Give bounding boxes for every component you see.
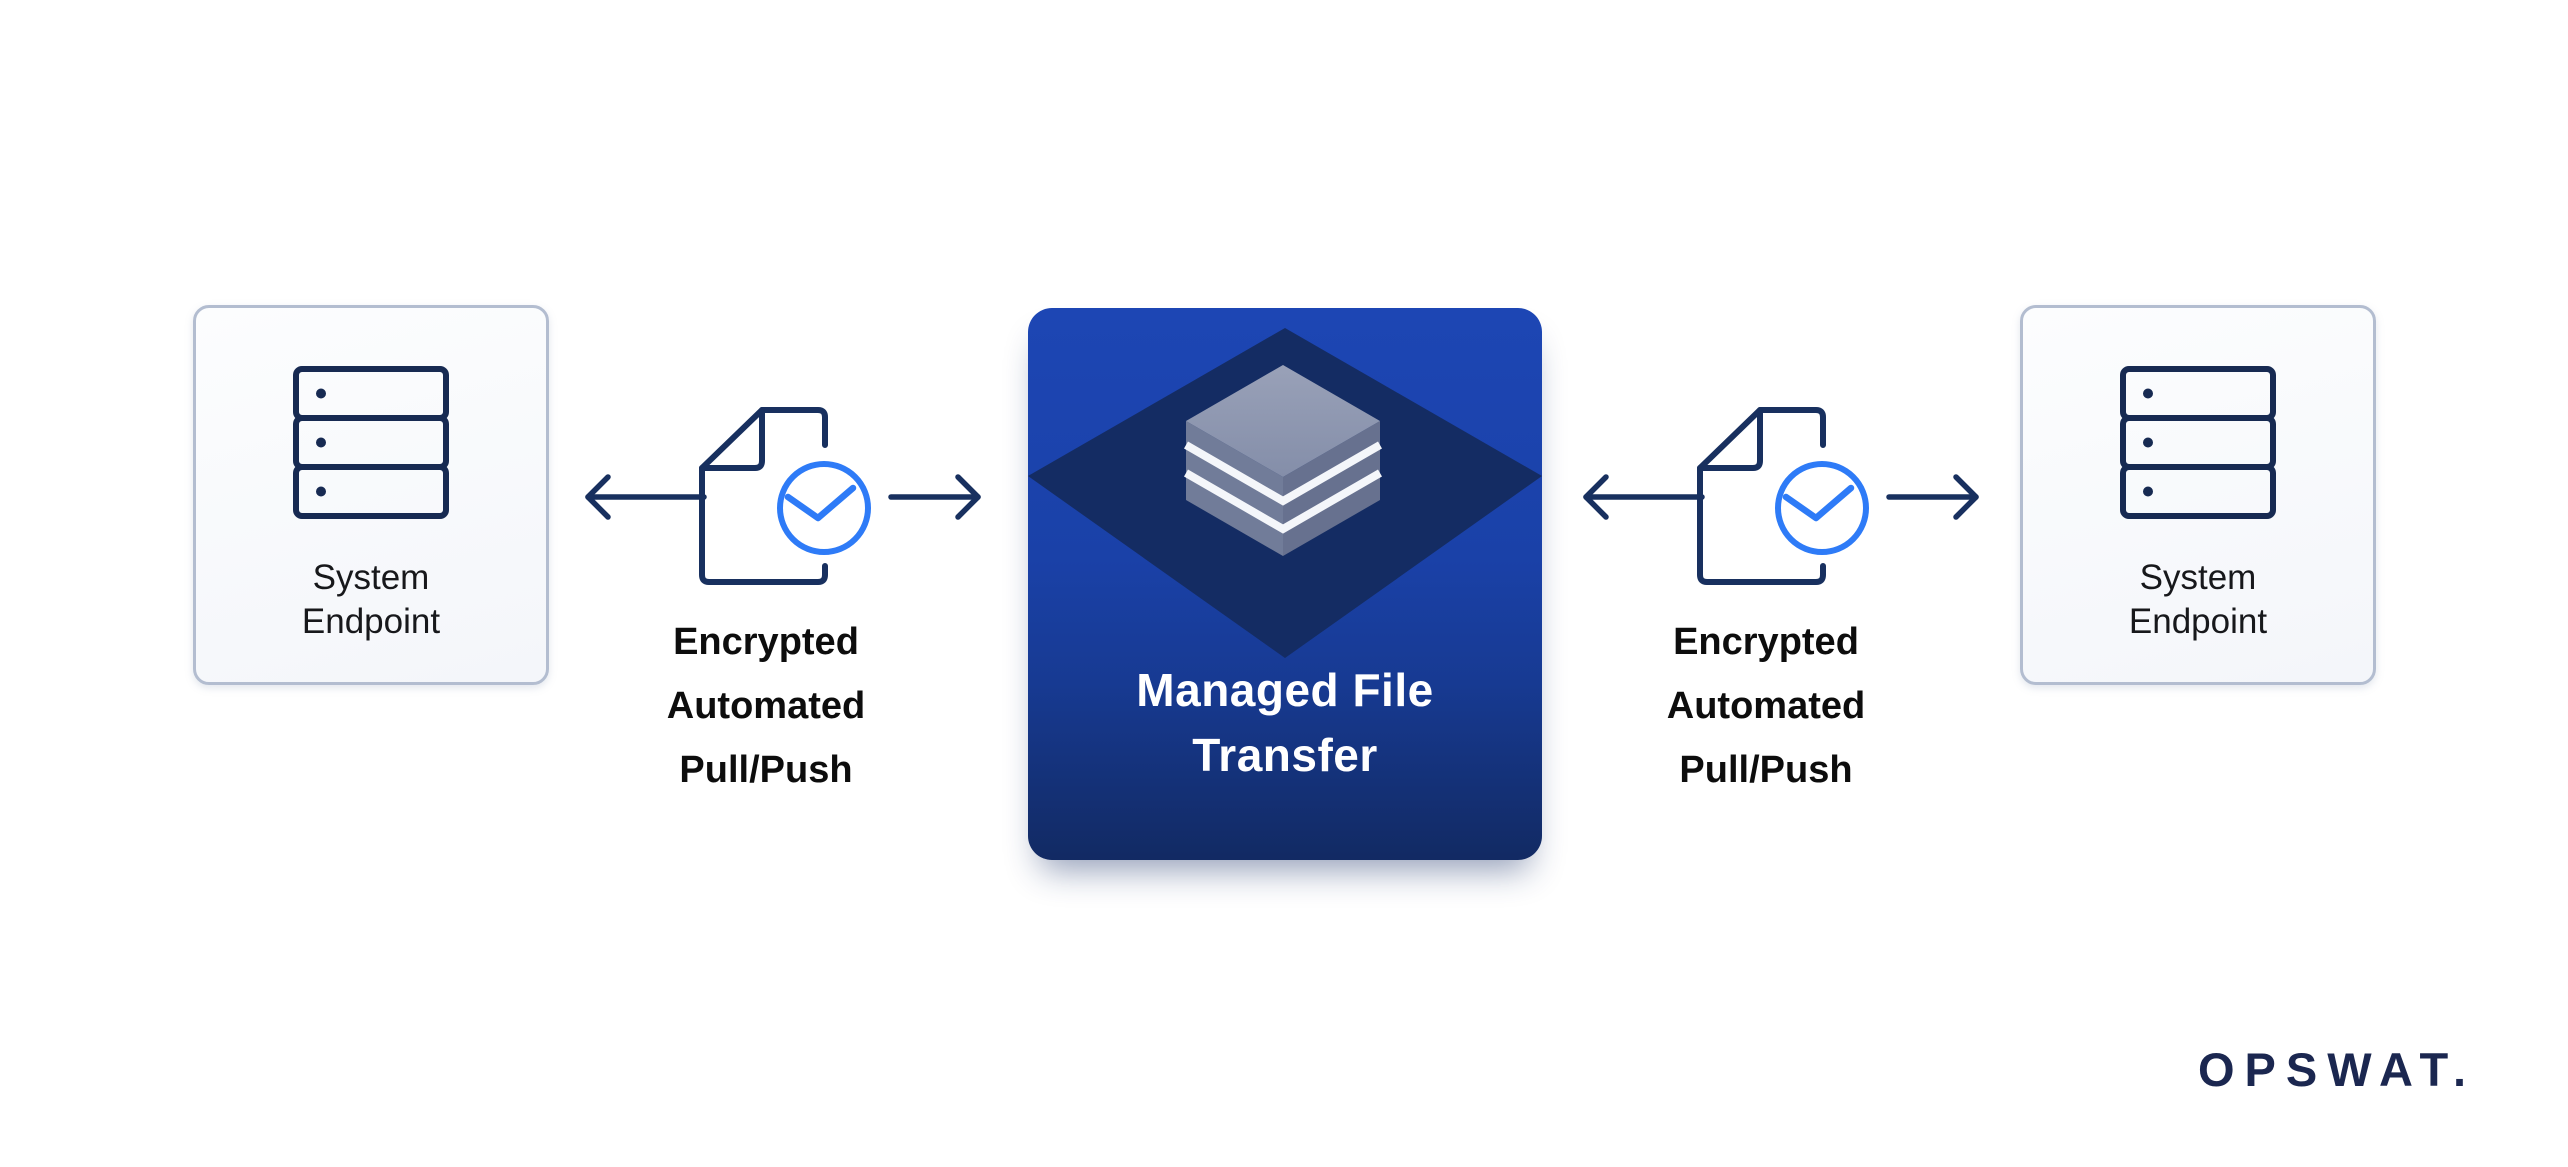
flow-group-right [1581, 400, 1981, 600]
flow-label-left: Encrypted Automated Pull/Push [566, 610, 966, 802]
arrow-left-icon [585, 474, 707, 520]
tile-label-line: Managed File [1136, 664, 1434, 716]
server-stack-icon [293, 366, 449, 519]
check-circle-icon [1775, 461, 1869, 555]
flow-label-line: Automated [1666, 685, 1866, 727]
endpoint-label-left: System Endpoint [196, 556, 546, 644]
endpoint-label-line: System [2139, 558, 2257, 597]
document-check-icon [585, 407, 981, 585]
document-icon [1697, 407, 1826, 585]
arrow-right-icon [1886, 474, 1979, 520]
endpoint-label-line: Endpoint [2128, 602, 2268, 641]
endpoint-label-right: System Endpoint [2023, 556, 2373, 644]
tile-artwork [1028, 328, 1542, 658]
managed-file-transfer-tile: Managed File Transfer [1028, 308, 1542, 860]
flow-label-line: Encrypted [673, 621, 859, 663]
tile-label: Managed File Transfer [1028, 658, 1542, 788]
tile-label-line: Transfer [1192, 729, 1378, 781]
flow-label-line: Pull/Push [679, 749, 853, 791]
arrow-left-icon [1583, 474, 1705, 520]
flow-label-line: Pull/Push [1679, 749, 1853, 791]
document-icon [699, 407, 828, 585]
check-circle-icon [777, 461, 871, 555]
server-stack-icon [2120, 366, 2276, 519]
document-check-icon [1583, 407, 1979, 585]
endpoint-label-line: System [312, 558, 430, 597]
endpoint-label-line: Endpoint [301, 602, 441, 641]
opswat-logo: OPSWAT. [2198, 1043, 2477, 1096]
system-endpoint-box-right: System Endpoint [2020, 305, 2376, 685]
system-endpoint-box-left: System Endpoint [193, 305, 549, 685]
flow-label-line: Encrypted [1673, 621, 1859, 663]
arrow-right-icon [888, 474, 981, 520]
layered-cube-icon [1184, 365, 1382, 556]
flow-group-left [583, 400, 983, 600]
flow-label-right: Encrypted Automated Pull/Push [1566, 610, 1966, 802]
flow-label-line: Automated [666, 685, 866, 727]
